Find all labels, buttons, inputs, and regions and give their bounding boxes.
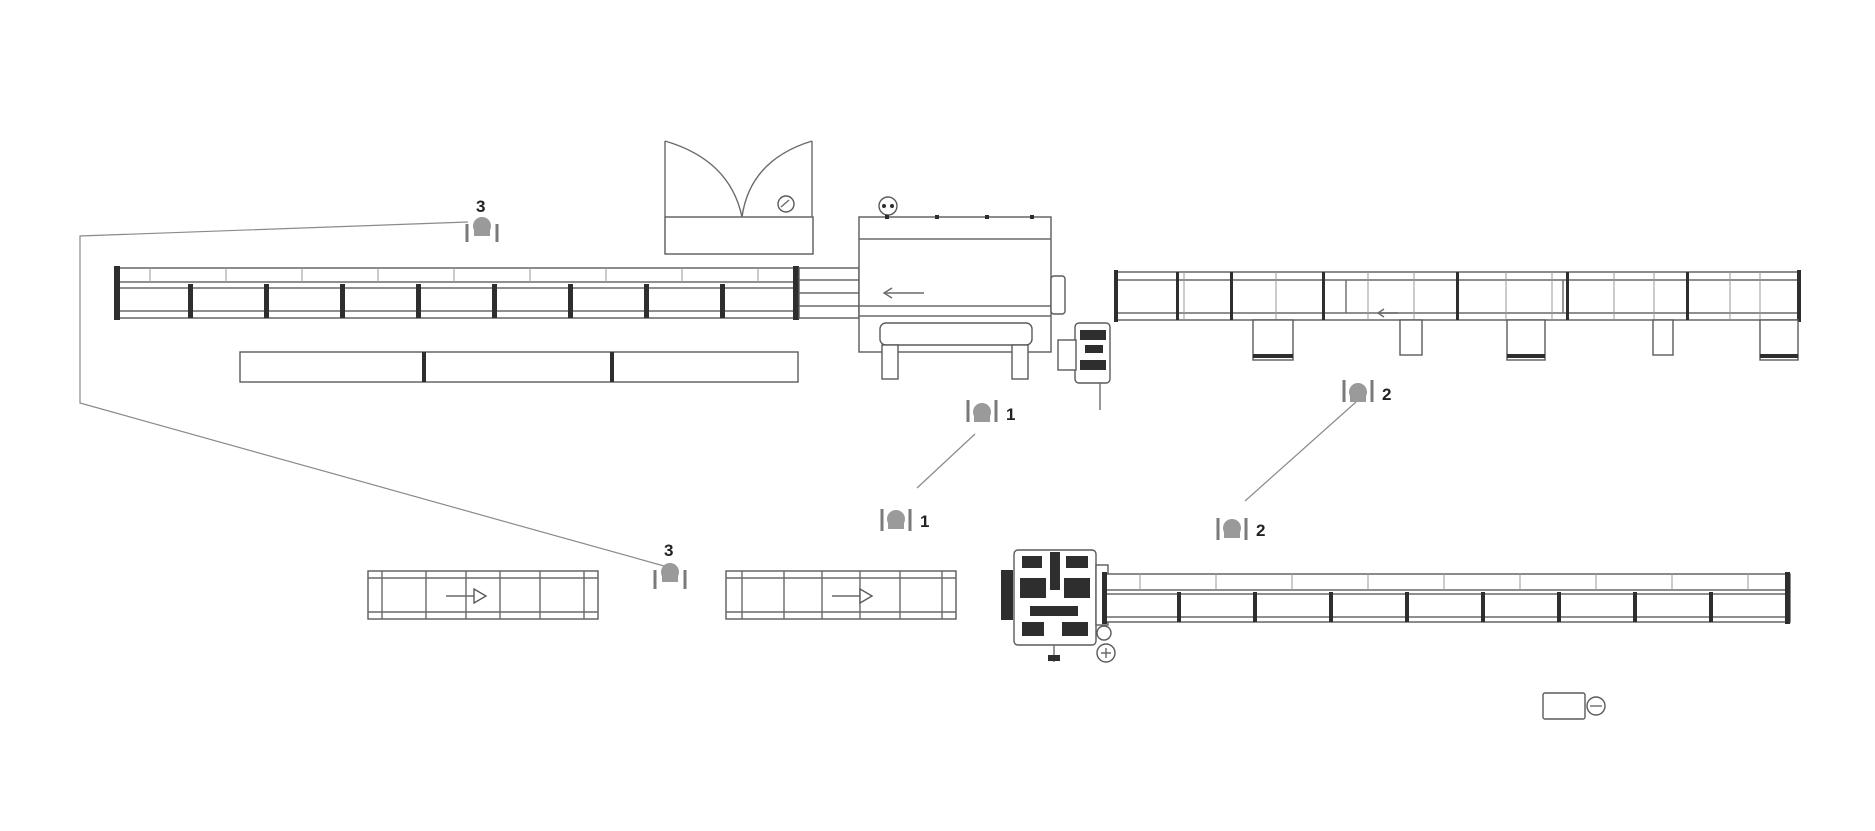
- operator-marker-icon: [465, 217, 499, 242]
- leader-line-3: [79, 221, 665, 567]
- arrow-right-icon: [446, 587, 488, 605]
- outfeed-conveyor-lower: [1102, 572, 1791, 624]
- arrow-right-icon: [832, 587, 874, 605]
- circle-symbol-icon: [1096, 625, 1112, 641]
- marker-label: 2: [1256, 521, 1265, 540]
- side-rail-upper: [239, 351, 799, 383]
- marker-label: 3: [476, 197, 485, 216]
- circle-symbol-icon: [878, 196, 898, 216]
- outfeed-conveyor-upper: [1114, 270, 1801, 361]
- buffer-conveyor-middle: [725, 570, 957, 620]
- operator-marker-1-bottom: 1: [880, 509, 929, 531]
- processing-unit-lower: [1001, 549, 1116, 663]
- operator-marker-icon: [1342, 380, 1374, 402]
- operator-marker-3-bottom: 3: [653, 541, 687, 589]
- operator-marker-icon: [1216, 518, 1248, 540]
- operator-marker-2-top: 2: [1342, 380, 1391, 404]
- buffer-conveyor-left: [367, 570, 599, 620]
- transfer-unit-upper: [1057, 322, 1111, 410]
- circle-symbol-icon: [1586, 696, 1606, 716]
- safety-door-enclosure: [664, 140, 814, 255]
- operator-marker-icon: [966, 400, 998, 422]
- leader-line-2: [1244, 401, 1357, 502]
- circle-symbol-icon: [777, 195, 795, 213]
- arrow-left-icon: [882, 287, 924, 299]
- control-cabinet: [1542, 692, 1606, 720]
- circle-symbol-icon: [1096, 643, 1116, 663]
- marker-label: 3: [664, 541, 673, 560]
- leader-line-1: [916, 433, 976, 489]
- main-machine: [858, 196, 1066, 380]
- marker-label: 2: [1382, 385, 1391, 404]
- marker-label: 1: [1006, 405, 1015, 424]
- operator-marker-3-top: 3: [465, 197, 499, 242]
- operator-marker-2-bottom: 2: [1216, 518, 1265, 540]
- operator-marker-icon: [653, 563, 687, 589]
- marker-label: 1: [920, 512, 929, 531]
- operator-marker-icon: [880, 509, 912, 531]
- arrow-left-icon: [1376, 308, 1398, 318]
- operator-marker-1-top: 1: [966, 400, 1015, 424]
- infeed-conveyor-upper: [114, 266, 860, 320]
